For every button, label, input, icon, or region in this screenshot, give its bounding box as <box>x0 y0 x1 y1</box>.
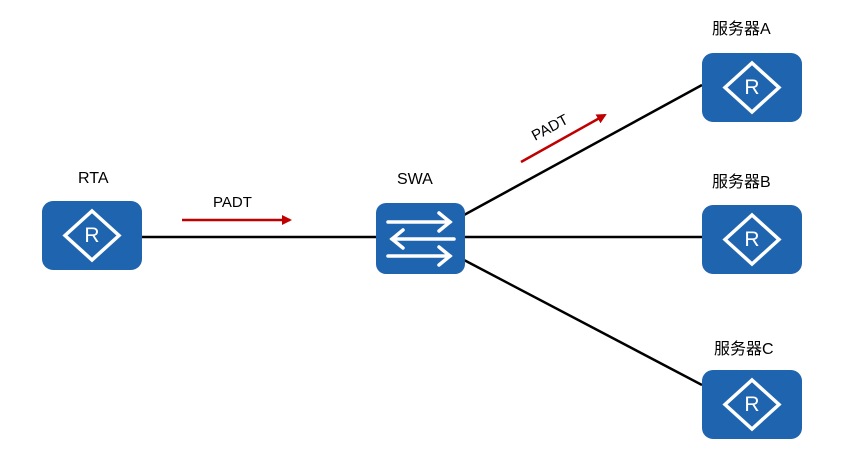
arrow-up-right-icon <box>520 113 607 164</box>
device-label: RTA <box>78 170 109 187</box>
svg-text:R: R <box>744 76 759 99</box>
device-label: 服务器B <box>712 173 771 191</box>
device-label: SWA <box>397 171 433 188</box>
device-server-a[interactable]: 服务器A R <box>702 20 802 122</box>
device-label: 服务器A <box>712 20 771 38</box>
router-icon: R <box>702 53 802 122</box>
link-swa-server-c <box>463 258 703 387</box>
router-icon: R <box>42 201 142 270</box>
svg-text:R: R <box>744 228 759 251</box>
device-label: 服务器C <box>714 340 774 358</box>
router-icon: R <box>702 205 802 274</box>
svg-text:R: R <box>744 393 759 416</box>
packet-swa-to-server-a: PADT <box>520 111 607 164</box>
packet-rta-to-swa: PADT <box>182 194 292 225</box>
device-swa[interactable]: SWA <box>376 171 465 274</box>
packet-label: PADT <box>213 194 252 211</box>
device-server-b[interactable]: 服务器B R <box>702 173 802 274</box>
device-server-c[interactable]: 服务器C R <box>702 340 802 439</box>
router-icon: R <box>702 370 802 439</box>
switch-icon <box>376 203 465 274</box>
svg-text:R: R <box>84 224 99 247</box>
link-swa-server-a <box>463 83 703 217</box>
device-rta[interactable]: RTA R <box>42 170 142 270</box>
packet-label: PADT <box>529 111 571 144</box>
